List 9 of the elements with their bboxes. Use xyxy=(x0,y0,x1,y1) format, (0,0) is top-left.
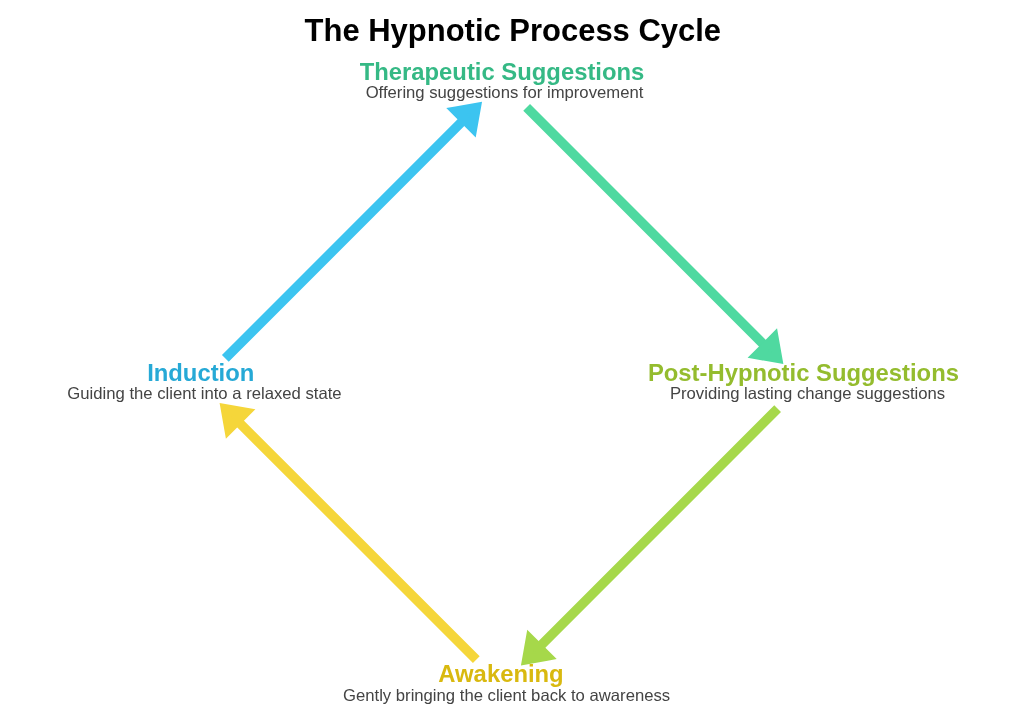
node-text: Post-Hypnotic Suggestions Providing lasting change suggestions xyxy=(647,359,959,404)
node-text: Awakening Gently bringing the client back to awareness xyxy=(342,660,670,705)
arrow xyxy=(219,403,480,664)
node-text: Induction Guiding the client into a relaxed state xyxy=(66,359,342,404)
arrow xyxy=(520,405,781,666)
node-text: Therapeutic Suggestions Offering suggestions for improvement xyxy=(359,57,644,102)
arrow xyxy=(221,101,482,362)
diagram-title: The Hypnotic Process Cycle xyxy=(304,13,721,49)
arrow xyxy=(522,104,783,365)
